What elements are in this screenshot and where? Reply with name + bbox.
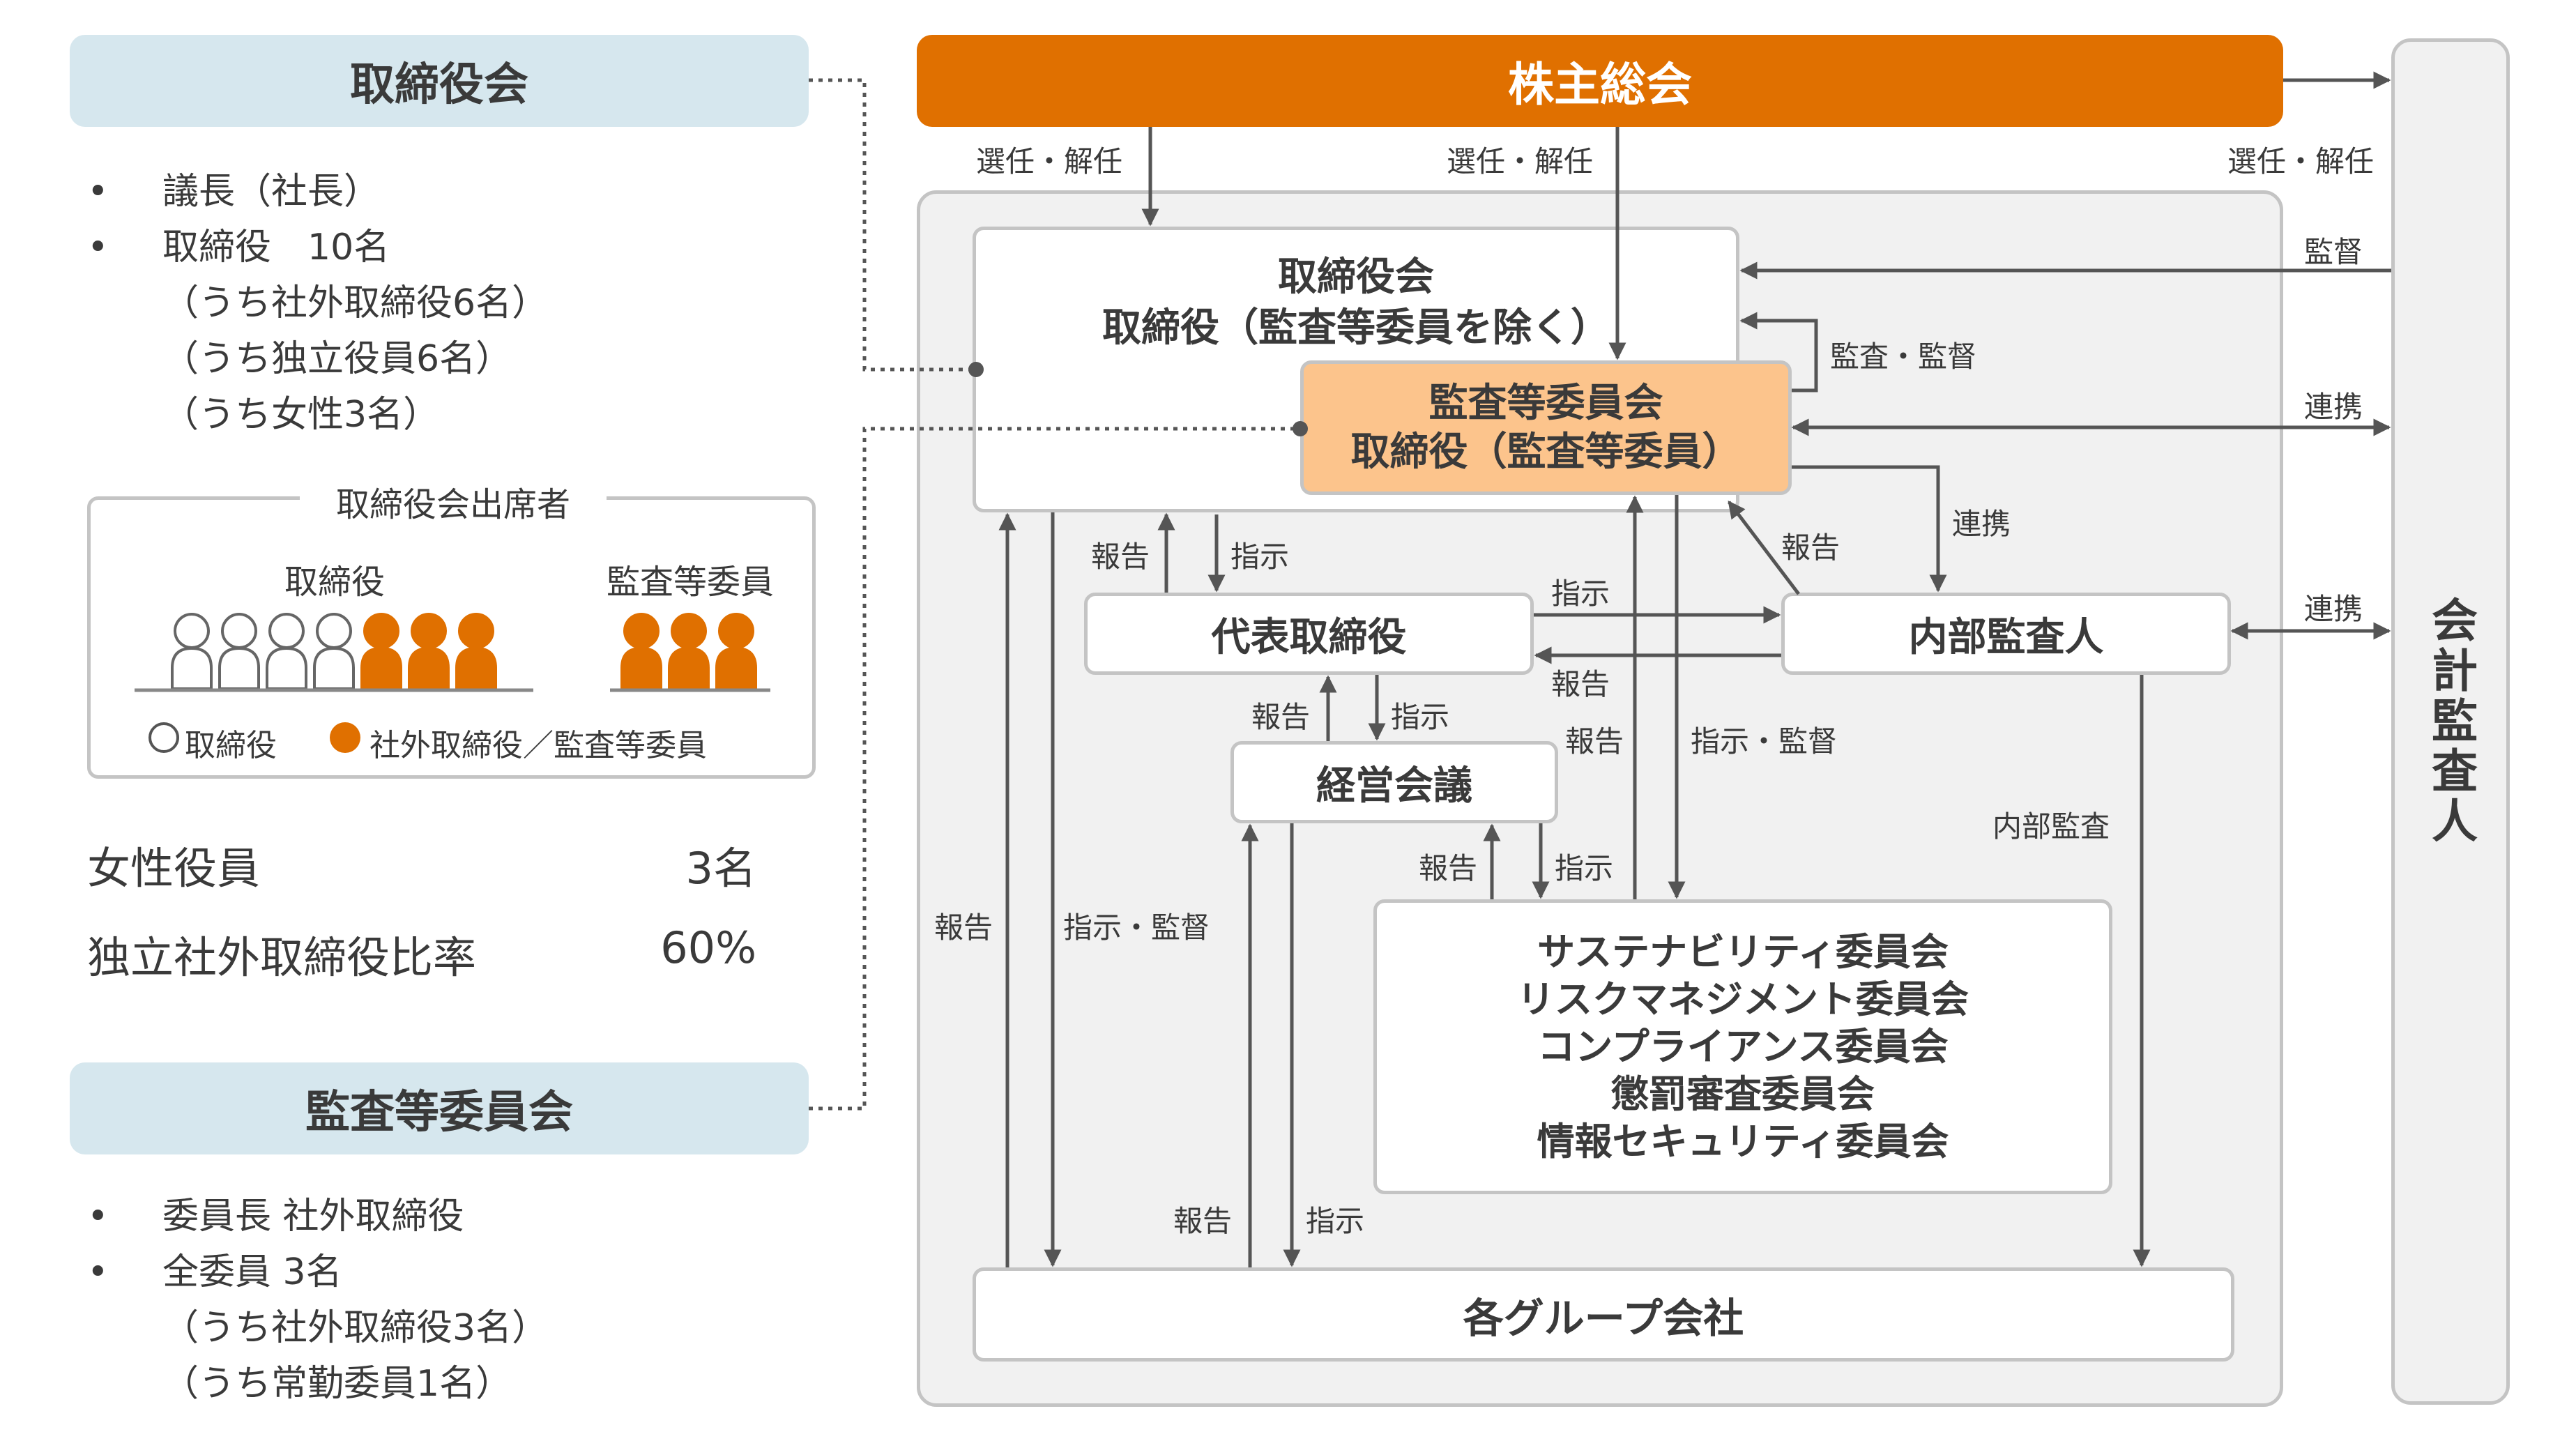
audit-title: 監査等委員会 — [305, 1087, 573, 1138]
label-report-mgmt-committees: 報告 — [1419, 851, 1478, 885]
audit-member-icon — [715, 613, 757, 690]
audit-member-icon — [620, 613, 662, 690]
label-instruct-supervise-committees: 指示・監督 — [1691, 724, 1838, 758]
outside-director-icon — [360, 613, 402, 690]
board-title: 取締役会 — [350, 59, 528, 111]
list-item: •取締役 10名 — [87, 227, 390, 268]
accounting-auditor: 会計監査人 — [2391, 38, 2510, 1405]
label-cooperate-1: 連携 — [2304, 390, 2363, 424]
director-icon — [313, 613, 355, 690]
list-item: （うち独立役員6名） — [162, 338, 512, 380]
label-report-committees-audit: 報告 — [1565, 724, 1624, 758]
ceo-box: 代表取締役 — [1084, 593, 1534, 675]
label-instruct-ceo-ia: 指示 — [1551, 577, 1610, 611]
label-audit-supervise: 監査・監督 — [1830, 340, 1977, 374]
label-instruct-board: 指示 — [1230, 540, 1290, 574]
board-subtitle: 取締役（監査等委員を除く） — [1102, 305, 1610, 351]
committee-compliance: コンプライアンス委員会 — [1537, 1024, 1949, 1069]
board-name: 取締役会 — [1278, 254, 1434, 300]
director-icon — [171, 613, 213, 690]
label-report-ia-audit: 報告 — [1781, 531, 1840, 565]
label-instruct-mgmt-group: 指示 — [1306, 1204, 1365, 1238]
list-item: （うち女性3名） — [162, 394, 440, 436]
legend-outside: 社外取締役／監査等委員 — [369, 728, 707, 763]
legend-director: 取締役 — [185, 728, 277, 763]
committee-risk: リスクマネジメント委員会 — [1517, 977, 1969, 1021]
label-report-ia-ceo: 報告 — [1551, 667, 1610, 701]
director-icon — [218, 613, 260, 690]
group-companies-box: 各グループ会社 — [973, 1267, 2234, 1362]
board-title-pill: 取締役会 — [70, 35, 809, 127]
audit-title-pill: 監査等委員会 — [70, 1062, 809, 1154]
shareholders-meeting: 株主総会 — [917, 35, 2283, 127]
list-item: （うち社外取締役6名） — [162, 282, 549, 324]
label-elect-1: 選任・解任 — [976, 144, 1123, 178]
label-instruct-ceo-mgmt: 指示 — [1391, 700, 1450, 734]
directors-label: 取締役 — [284, 563, 385, 602]
label-cooperate-3: 連携 — [2304, 592, 2363, 626]
director-icon — [266, 613, 307, 690]
audit-items-list: •委員長 社外取締役 •全委員 3名 （うち社外取締役3名） （うち常勤委員1名… — [87, 1189, 548, 1412]
label-report-group-mgmt: 報告 — [1173, 1204, 1233, 1238]
label-internal-audit: 内部監査 — [1992, 809, 2110, 844]
label-report-ceo-mgmt: 報告 — [1251, 700, 1311, 734]
committees-box: サステナビリティ委員会 リスクマネジメント委員会 コンプライアンス委員会 懲罰審… — [1373, 899, 2112, 1194]
label-instruct-supervise-group: 指示・監督 — [1063, 910, 1210, 945]
list-item: •議長（社長） — [87, 171, 381, 213]
list-item: •全委員 3名 — [87, 1251, 342, 1293]
internal-auditor-box: 内部監査人 — [1781, 593, 2231, 675]
label-instruct-mgmt-committees: 指示 — [1555, 851, 1614, 885]
label-cooperate-2: 連携 — [1952, 507, 2011, 541]
attendees-title: 取締役会出席者 — [300, 477, 607, 526]
label-elect-3: 選任・解任 — [2227, 144, 2375, 178]
audit-members-label: 監査等委員 — [606, 563, 774, 602]
label-elect-2: 選任・解任 — [1447, 144, 1594, 178]
label-supervise: 監督 — [2304, 235, 2363, 269]
committee-disciplinary: 懲罰審査委員会 — [1611, 1072, 1875, 1116]
list-item: （うち常勤委員1名） — [162, 1363, 512, 1405]
stat-women: 女性役員 3名 — [87, 843, 756, 894]
stat-independent-ratio: 独立社外取締役比率 60% — [87, 922, 756, 983]
outside-director-icon — [408, 613, 450, 690]
outside-director-icon — [455, 613, 497, 690]
list-item: （うち社外取締役3名） — [162, 1307, 549, 1349]
board-items-list: •議長（社長） •取締役 10名 （うち社外取締役6名） （うち独立役員6名） … — [87, 164, 548, 443]
list-item: •委員長 社外取締役 — [87, 1196, 464, 1237]
label-report-group-board: 報告 — [934, 910, 993, 945]
committee-sustainability: サステナビリティ委員会 — [1537, 929, 1949, 974]
audit-member-icon — [668, 613, 710, 690]
management-meeting-box: 経営会議 — [1230, 741, 1558, 823]
label-report-board: 報告 — [1091, 540, 1150, 574]
committee-infosec: 情報セキュリティ委員会 — [1537, 1119, 1949, 1164]
